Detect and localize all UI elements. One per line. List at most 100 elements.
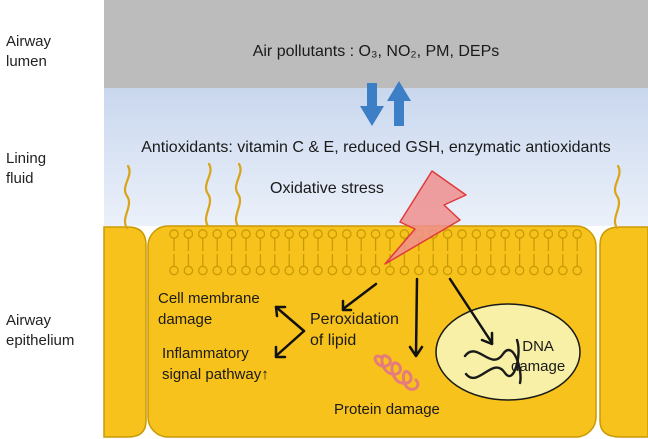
lipid-head (241, 265, 251, 276)
lipid-head (169, 265, 179, 276)
inflammatory-line2: signal pathway↑ (162, 366, 269, 383)
up-arrow (387, 81, 411, 126)
label-airway-lumen-line2: lumen (6, 53, 47, 70)
lipid-head (428, 265, 439, 276)
label-airway-epithelium-line2: epithelium (6, 332, 75, 349)
lipid-head (356, 265, 367, 276)
lipid-head (327, 265, 338, 276)
lipid-head (485, 229, 496, 239)
airway-lumen-region (104, 0, 648, 88)
lipid-head (500, 265, 511, 276)
dna-damage-text: DNA damage (511, 337, 565, 377)
lipid-head (298, 265, 309, 276)
lipid-head (169, 229, 179, 239)
lipid-head (385, 229, 395, 239)
lipid-head (197, 229, 208, 239)
lipid-head (226, 229, 237, 239)
label-airway-lumen: Airway lumen (6, 32, 51, 72)
lipid-head (197, 265, 208, 276)
lipid-head (370, 229, 381, 239)
cilium (613, 164, 621, 230)
lipid-head (442, 265, 453, 276)
nucleus (435, 303, 581, 401)
lipid-head (269, 229, 280, 239)
lipid-head (327, 229, 338, 239)
air-pollutants-text: Air pollutants : O₃, NO₂, PM, DEPs (252, 43, 500, 60)
lipid-head (255, 229, 266, 239)
lipid-head (572, 229, 583, 239)
inflammatory-text: Inflammatory signal pathway↑ (162, 343, 269, 385)
cilium (234, 162, 242, 228)
cilium (204, 162, 212, 228)
arrow-to-peroxidation (341, 282, 378, 311)
lipid-head (183, 265, 194, 276)
protein-damage-text: Protein damage (334, 401, 440, 418)
label-airway-epithelium: Airway epithelium (6, 311, 74, 351)
lipid-head (284, 229, 295, 239)
lipid-head (313, 265, 323, 276)
arrow-to-inflammatory-head (274, 345, 287, 359)
lipid-head (183, 229, 194, 239)
lipid-head (385, 265, 395, 276)
lightning-icon (384, 170, 467, 265)
label-lining-fluid: Lining fluid (6, 149, 46, 189)
label-airway-epithelium-line1: Airway (6, 312, 52, 329)
lipid-head (543, 229, 554, 239)
inflammatory-line1: Inflammatory (162, 345, 249, 362)
lipid-head (212, 265, 223, 276)
lipid-head (226, 265, 237, 276)
lipid-head (457, 229, 467, 239)
lipid-head (500, 229, 511, 239)
arrow-to-membrane (274, 305, 306, 333)
cell-membrane-damage-text: Cell membrane damage (158, 288, 260, 330)
peroxidation-line1: Peroxidation (310, 311, 399, 328)
lipid-head (241, 229, 251, 239)
lipid-head (471, 265, 482, 276)
dna-damage-line1: DNA (522, 338, 554, 355)
lipid-head (269, 265, 280, 276)
arrow-to-dna-head (480, 331, 494, 346)
exchange-arrows (360, 81, 411, 126)
dna-helix-icon (463, 338, 522, 385)
arrow-to-peroxidation-head (341, 299, 353, 312)
lipid-head (356, 229, 367, 239)
lipid-head (529, 265, 539, 276)
lipid-head (457, 265, 467, 276)
cell-membrane-damage-line2: damage (158, 311, 213, 328)
lipid-head (442, 229, 453, 239)
lipid-head (370, 265, 381, 276)
cilia (123, 162, 621, 230)
label-lining-fluid-line1: Lining (6, 150, 47, 167)
lipid-head (341, 265, 352, 276)
antioxidants-text: Antioxidants: vitamin C & E, reduced GSH… (141, 139, 611, 156)
lipid-head (557, 265, 568, 276)
right-neighbor-cell (599, 226, 648, 438)
lipid-head (543, 265, 554, 276)
down-arrow (360, 83, 384, 126)
lipid-head (514, 229, 525, 239)
label-airway-lumen-line1: Airway (6, 33, 52, 50)
protein-icon (373, 354, 420, 391)
lipid-head (399, 265, 410, 276)
lipid-head (399, 229, 410, 239)
lipid-head (572, 265, 583, 276)
peroxidation-line2: of lipid (310, 332, 357, 349)
cell-membrane-damage-line1: Cell membrane (158, 290, 260, 307)
label-lining-fluid-line2: fluid (6, 170, 34, 187)
oxidative-stress-text: Oxidative stress (270, 180, 384, 197)
lipid-head (341, 229, 352, 239)
cilium (123, 164, 131, 230)
arrow-to-dna (448, 277, 494, 345)
lipid-head (557, 229, 568, 239)
lipid-head (485, 265, 496, 276)
arrow-to-protein (414, 277, 419, 357)
arrow-to-inflammatory (274, 329, 306, 358)
dna-damage-line2: damage (511, 358, 566, 375)
lipid-head (212, 229, 223, 239)
left-neighbor-cell (103, 226, 147, 438)
lipid-head (313, 229, 323, 239)
lipid-head (471, 229, 482, 239)
arrow-to-protein-head (408, 345, 424, 358)
lipid-head (298, 229, 309, 239)
